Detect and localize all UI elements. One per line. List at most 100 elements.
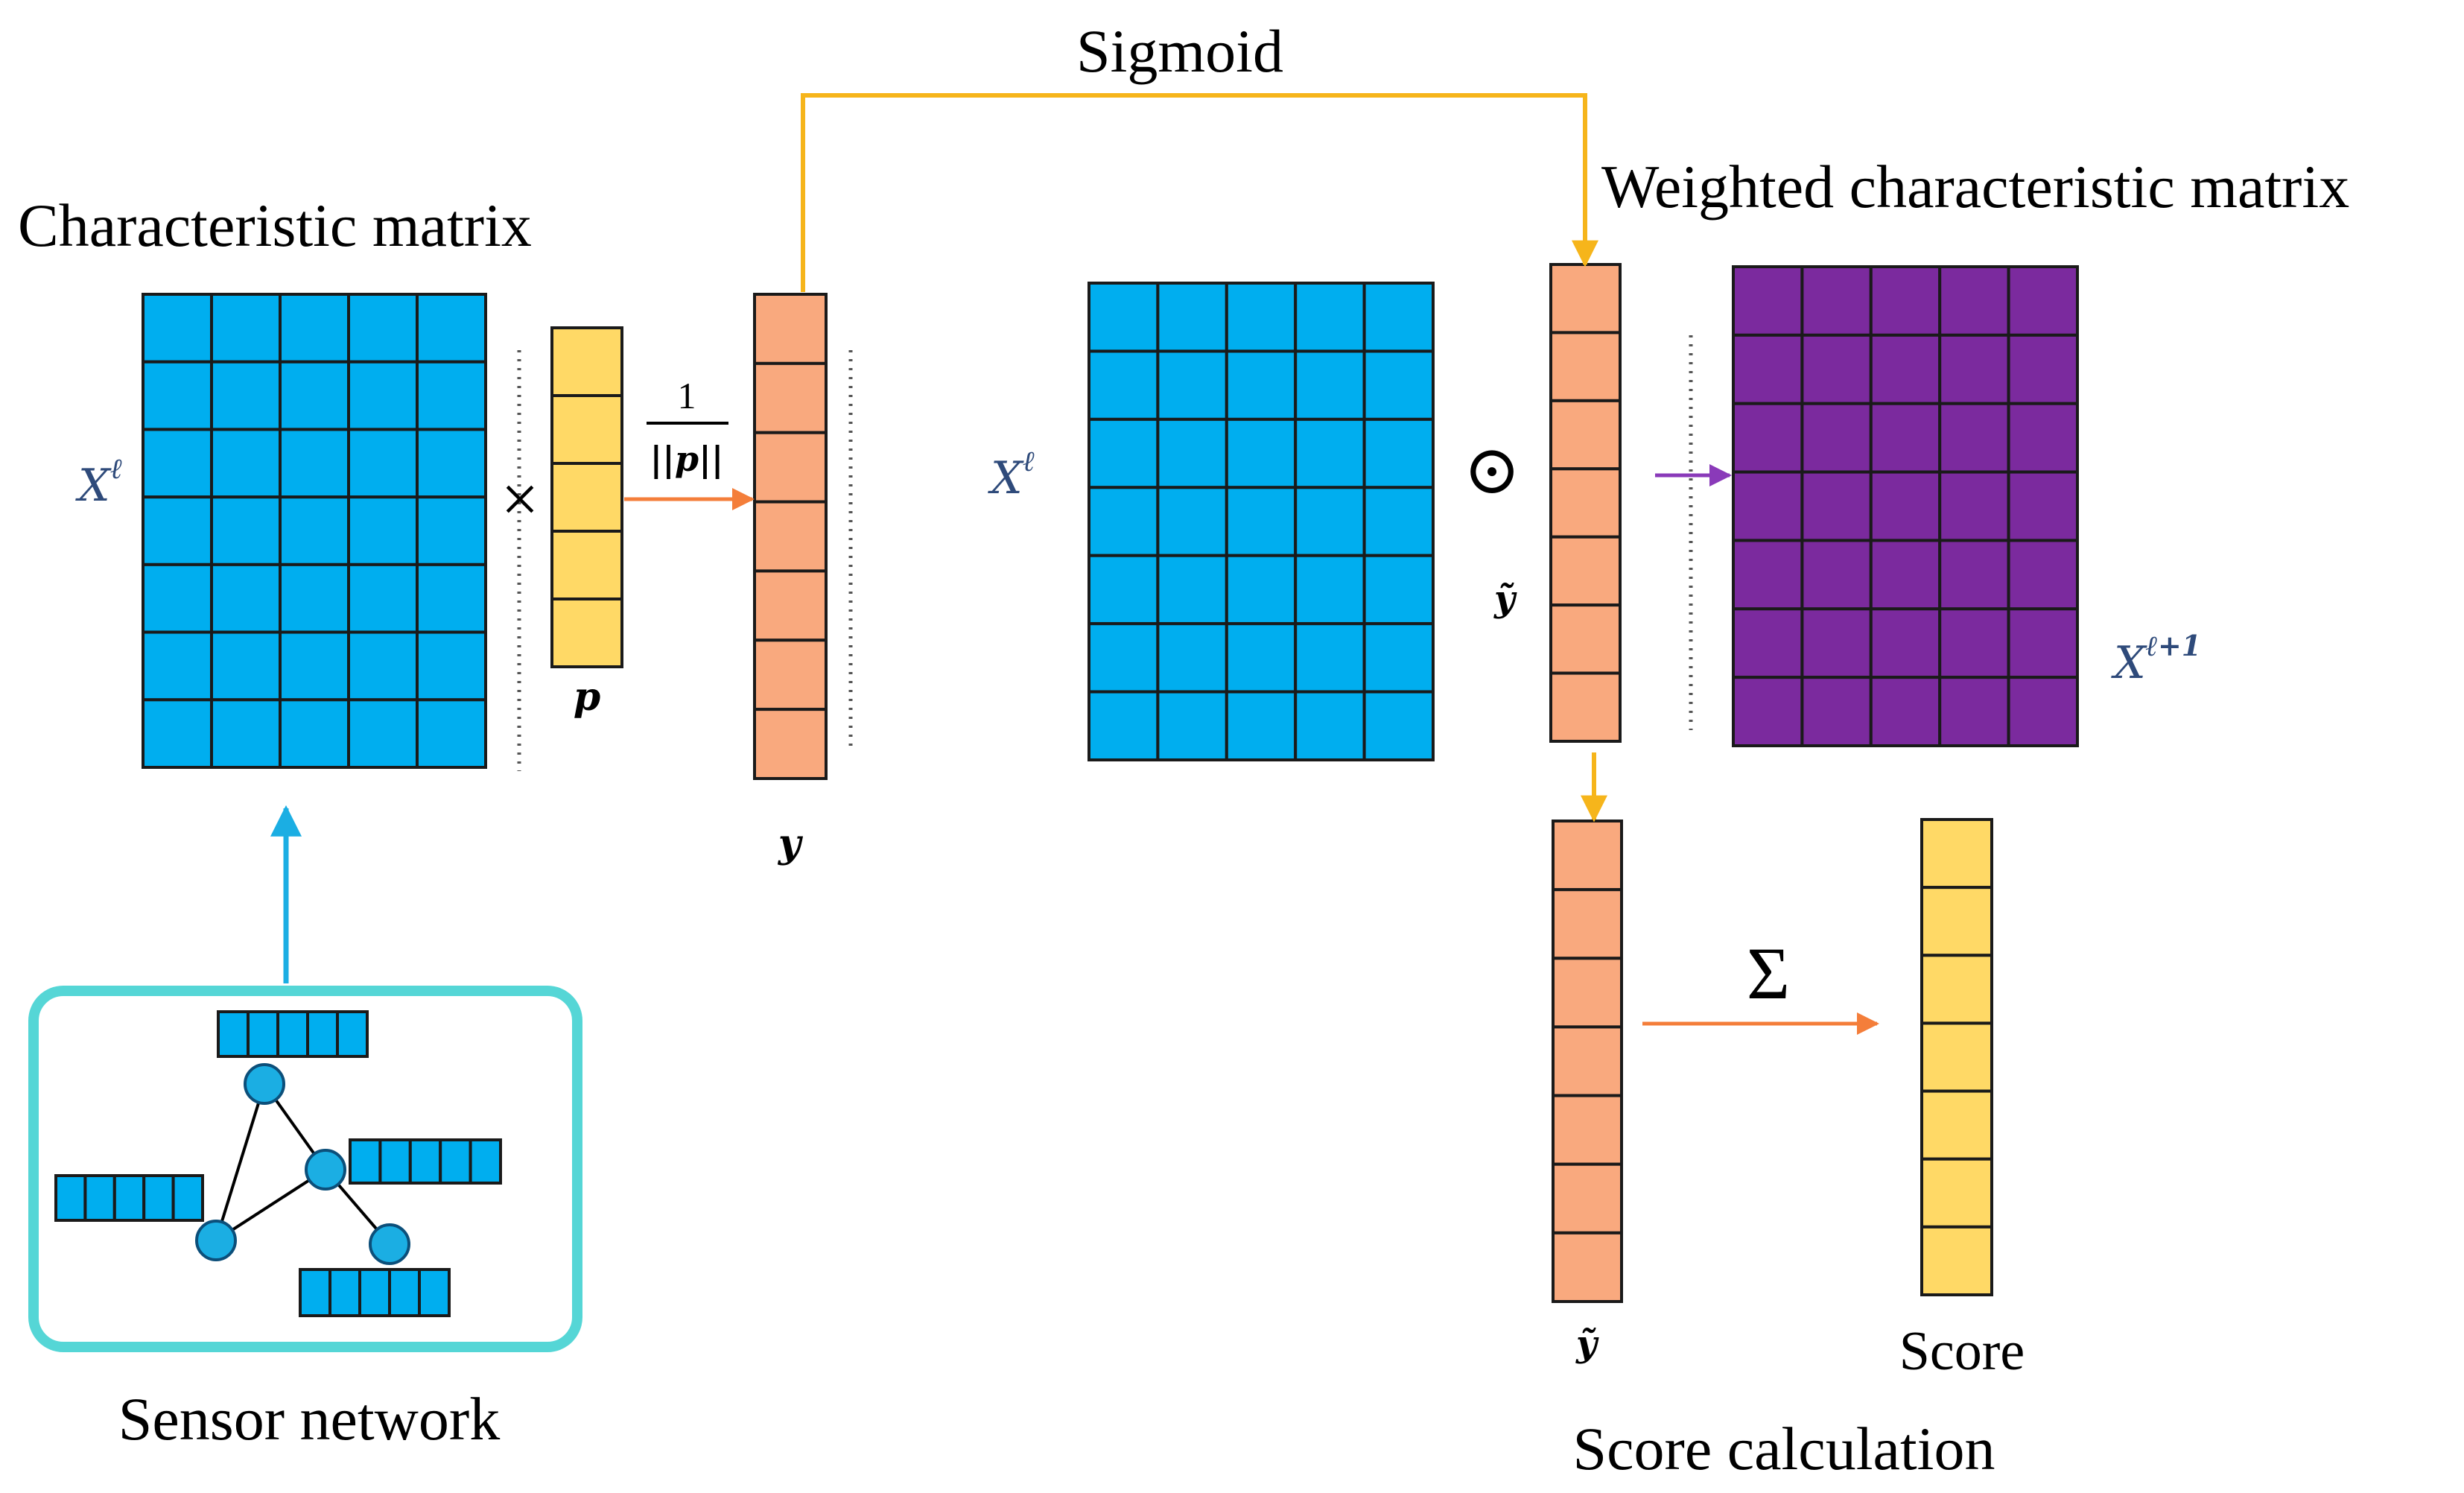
matrix-cell bbox=[2007, 402, 2080, 474]
matrix-cell bbox=[1294, 417, 1366, 489]
matrix-cell bbox=[1087, 282, 1160, 353]
node-feature-cell bbox=[336, 1010, 369, 1058]
vector-cell bbox=[1552, 888, 1623, 960]
matrix-cell bbox=[416, 360, 487, 431]
matrix-cell bbox=[416, 293, 487, 364]
sensor-node bbox=[195, 1220, 237, 1261]
matrix-cell bbox=[1362, 417, 1435, 489]
sensor-node bbox=[244, 1063, 285, 1105]
vector-cell bbox=[1549, 603, 1622, 675]
matrix-cell bbox=[279, 495, 350, 566]
matrix-cell bbox=[2007, 676, 2080, 748]
matrix-cell bbox=[1294, 690, 1366, 761]
node-feature-cell bbox=[299, 1268, 331, 1317]
matrix-label-x-l-left: Xℓ bbox=[75, 452, 122, 512]
node-feature-cell bbox=[358, 1268, 391, 1317]
vector-cell bbox=[1920, 1021, 1993, 1093]
matrix-cell bbox=[1362, 554, 1435, 626]
matrix-cell bbox=[1800, 470, 1873, 542]
vector-cell bbox=[753, 569, 828, 642]
matrix-cell bbox=[210, 293, 282, 364]
node-feature-cell bbox=[439, 1138, 472, 1185]
matrix-cell bbox=[142, 698, 213, 769]
matrix-cell bbox=[1225, 554, 1298, 626]
vector-cell bbox=[753, 431, 828, 504]
sensor-network-title: Sensor network bbox=[118, 1385, 500, 1453]
matrix-cell bbox=[1294, 349, 1366, 421]
vector-cell bbox=[1552, 1162, 1623, 1234]
matrix-cell bbox=[1156, 690, 1228, 761]
matrix-cell bbox=[279, 293, 350, 364]
matrix-cell bbox=[279, 698, 350, 769]
input-matrix-grid bbox=[1087, 282, 1435, 761]
matrix-cell bbox=[1294, 486, 1366, 557]
sensor-node bbox=[305, 1149, 346, 1191]
matrix-cell bbox=[1362, 282, 1435, 353]
sigmoid-connector bbox=[801, 93, 1598, 292]
matrix-cell bbox=[2007, 333, 2080, 405]
matrix-cell bbox=[1225, 622, 1298, 694]
vector-cell bbox=[550, 597, 623, 668]
vector-cell bbox=[1920, 1225, 1993, 1297]
matrix-cell bbox=[1156, 554, 1228, 626]
vector-cell bbox=[753, 638, 828, 711]
matrix-cell bbox=[347, 293, 419, 364]
matrix-cell bbox=[2007, 539, 2080, 611]
matrix-cell bbox=[1732, 402, 1804, 474]
matrix-cell bbox=[279, 562, 350, 634]
matrix-cell bbox=[1225, 349, 1298, 421]
matrix-cell bbox=[1869, 265, 1942, 337]
vector-cell bbox=[1920, 1157, 1993, 1229]
matrix-cell bbox=[1087, 349, 1160, 421]
vector-cell bbox=[1552, 820, 1623, 892]
matrix-cell bbox=[1362, 690, 1435, 761]
weighted-matrix-grid bbox=[1732, 265, 2080, 748]
vector-cell bbox=[1920, 954, 1993, 1025]
matrix-cell bbox=[2007, 470, 2080, 542]
matrix-cell bbox=[1294, 282, 1366, 353]
vector-cell bbox=[753, 293, 828, 365]
characteristic-matrix-grid bbox=[142, 293, 487, 769]
y-tilde-label-lower: ỹ bbox=[1575, 1323, 1599, 1365]
vector-cell bbox=[753, 708, 828, 781]
matrix-cell bbox=[142, 428, 213, 499]
matrix-cell bbox=[1732, 607, 1804, 679]
matrix-cell bbox=[416, 495, 487, 566]
matrix-cell bbox=[1225, 486, 1298, 557]
p-label: p bbox=[574, 674, 600, 720]
matrix-cell bbox=[1869, 402, 1942, 474]
sensor-network-nodes bbox=[195, 1063, 410, 1265]
matrix-cell bbox=[2007, 607, 2080, 679]
matrix-label-x-l-mid: Xℓ bbox=[988, 445, 1035, 504]
vector-cell bbox=[1552, 1231, 1623, 1304]
sigmoid-label: Sigmoid bbox=[1076, 17, 1283, 85]
matrix-cell bbox=[2007, 265, 2080, 337]
matrix-cell bbox=[210, 360, 282, 431]
matrix-cell bbox=[1732, 265, 1804, 337]
gate-vector-y-tilde-lower bbox=[1552, 820, 1623, 1304]
matrix-cell bbox=[1156, 349, 1228, 421]
weighted-characteristic-matrix-title: Weighted characteristic matrix bbox=[1601, 153, 2349, 221]
matrix-cell bbox=[279, 360, 350, 431]
matrix-cell bbox=[416, 698, 487, 769]
gate-vector-y-tilde bbox=[1549, 263, 1622, 743]
matrix-cell bbox=[347, 495, 419, 566]
matrix-cell bbox=[1938, 607, 2010, 679]
matrix-cell bbox=[279, 428, 350, 499]
node-feature-cell bbox=[328, 1268, 361, 1317]
projection-vector-p bbox=[550, 326, 623, 668]
matrix-cell bbox=[347, 360, 419, 431]
matrix-cell bbox=[1938, 676, 2010, 748]
matrix-cell bbox=[1732, 333, 1804, 405]
matrix-cell bbox=[1732, 470, 1804, 542]
hadamard-product-symbol: ⊙ bbox=[1463, 432, 1520, 508]
matrix-cell bbox=[142, 495, 213, 566]
vector-cell bbox=[1549, 331, 1622, 402]
matrix-cell bbox=[1087, 486, 1160, 557]
times-symbol: × bbox=[501, 463, 539, 536]
vector-cell bbox=[550, 462, 623, 533]
y-tilde-label-upper: ỹ bbox=[1493, 578, 1517, 620]
matrix-cell bbox=[1869, 607, 1942, 679]
fraction-denominator: ||p|| bbox=[650, 439, 723, 479]
fraction-numerator: 1 bbox=[678, 375, 696, 416]
